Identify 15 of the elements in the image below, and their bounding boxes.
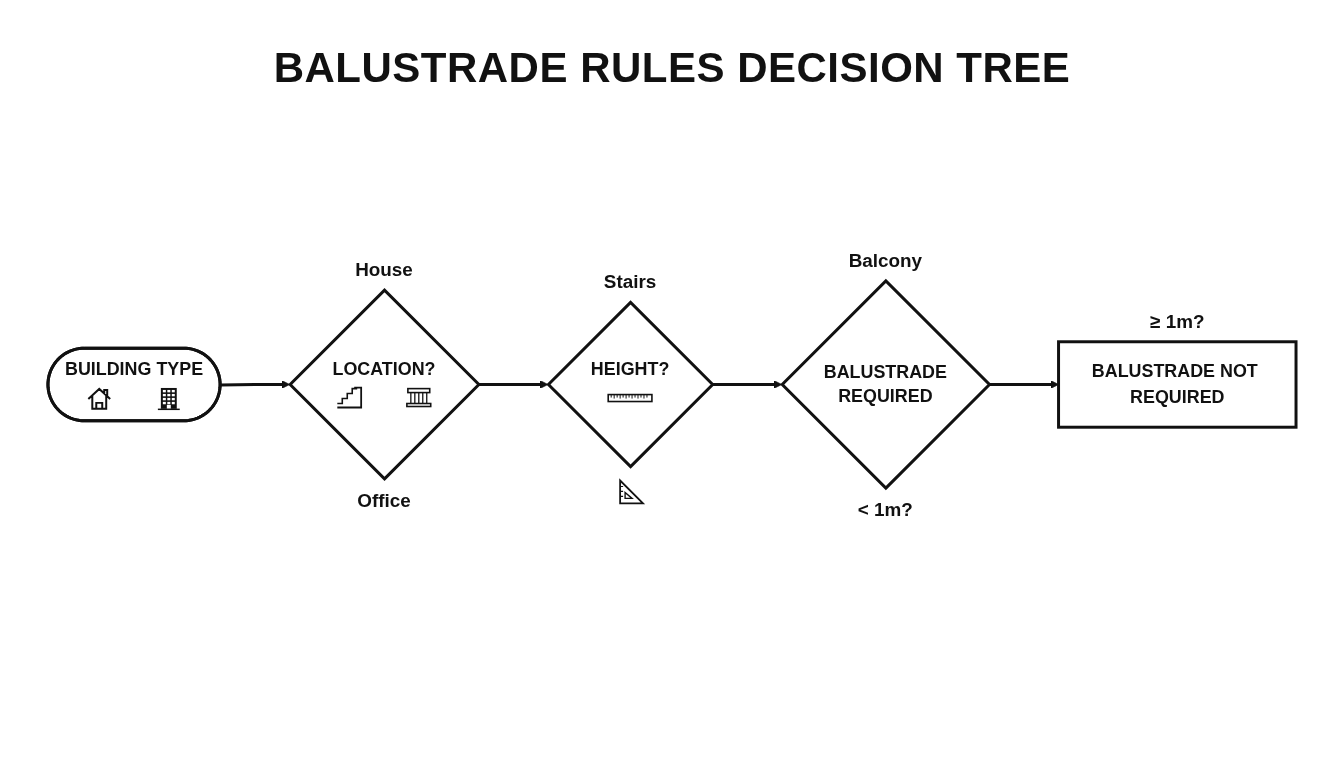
arrow (989, 380, 1059, 389)
arrow (712, 380, 783, 389)
diagram-title: BALUSTRADE RULES DECISION TREE (272, 44, 1072, 92)
node-diamond: HEIGHT? (546, 300, 715, 469)
arrow (478, 380, 549, 389)
arrow (220, 380, 291, 389)
node-caption: House (355, 259, 413, 281)
node-caption: < 1m? (857, 499, 913, 520)
node-caption: Balcony (848, 250, 923, 271)
node-diamond: LOCATION? (288, 288, 481, 481)
node-box: BALUSTRADE NOT REQUIRED (1057, 340, 1298, 429)
node-caption: Office (357, 489, 411, 511)
node-caption: ≥ 1m? (1150, 310, 1205, 332)
node-caption: Stairs (603, 271, 657, 293)
node-diamond: BALUSTRADE REQUIRED (780, 278, 992, 491)
